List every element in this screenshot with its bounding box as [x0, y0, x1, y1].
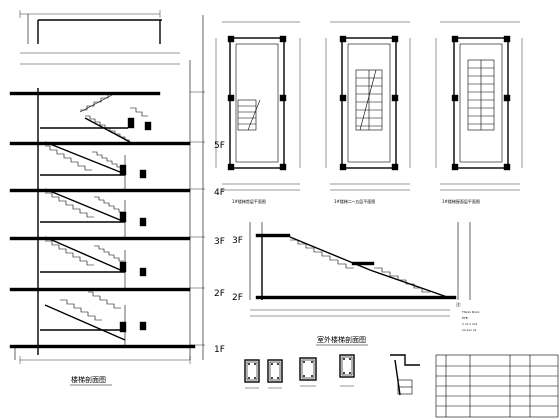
notes-line-3: 1 xx x xxx [462, 322, 478, 326]
floor-label-2f: 2F [214, 289, 225, 299]
floor-label-4f: 4F [214, 188, 225, 198]
notes-line-4: xx:xxx xx [462, 328, 477, 332]
plan-caption-1: 1#楼梯首层平面图 [232, 198, 266, 204]
detail-sections [244, 354, 420, 396]
plan-caption-2: 1#楼梯二~五层平面图 [334, 198, 375, 204]
plan-ground-floor: 1#楼梯首层平面图 [215, 21, 301, 204]
floor-label-3f: 3F [214, 237, 225, 247]
notes-block: 注: TSxxx Rxxx PTB 1 xx x xxx xx:xxx xx [456, 301, 480, 332]
floor-label-1f: 1F [214, 345, 225, 355]
outdoor-label-3f: 3F [232, 236, 243, 246]
plan-roof-floor: 1#楼梯屋面层平面图 [435, 21, 523, 204]
outdoor-stair-section: 3F 2F 室外楼梯剖面图 [232, 222, 471, 346]
section-title: 楼梯剖面图 [71, 375, 106, 384]
notes-line-1: TSxxx Rxxx [461, 310, 480, 314]
stair-plans: 1#楼梯首层平面图 [215, 21, 523, 204]
title-block [435, 354, 559, 418]
floor-label-5f: 5F [214, 141, 225, 151]
notes-header: 注: [456, 301, 461, 307]
stair-section-drawing: 5F 4F 3F 2F 1F 楼梯剖面图 [9, 10, 225, 386]
plan-caption-3: 1#楼梯屋面层平面图 [442, 198, 480, 204]
outdoor-title: 室外楼梯剖面图 [317, 335, 366, 344]
plan-typical-floor: 1#楼梯二~五层平面图 [325, 21, 411, 204]
outdoor-label-2f: 2F [232, 293, 243, 303]
stair-flights [40, 107, 152, 345]
notes-line-2: PTB [462, 316, 468, 320]
